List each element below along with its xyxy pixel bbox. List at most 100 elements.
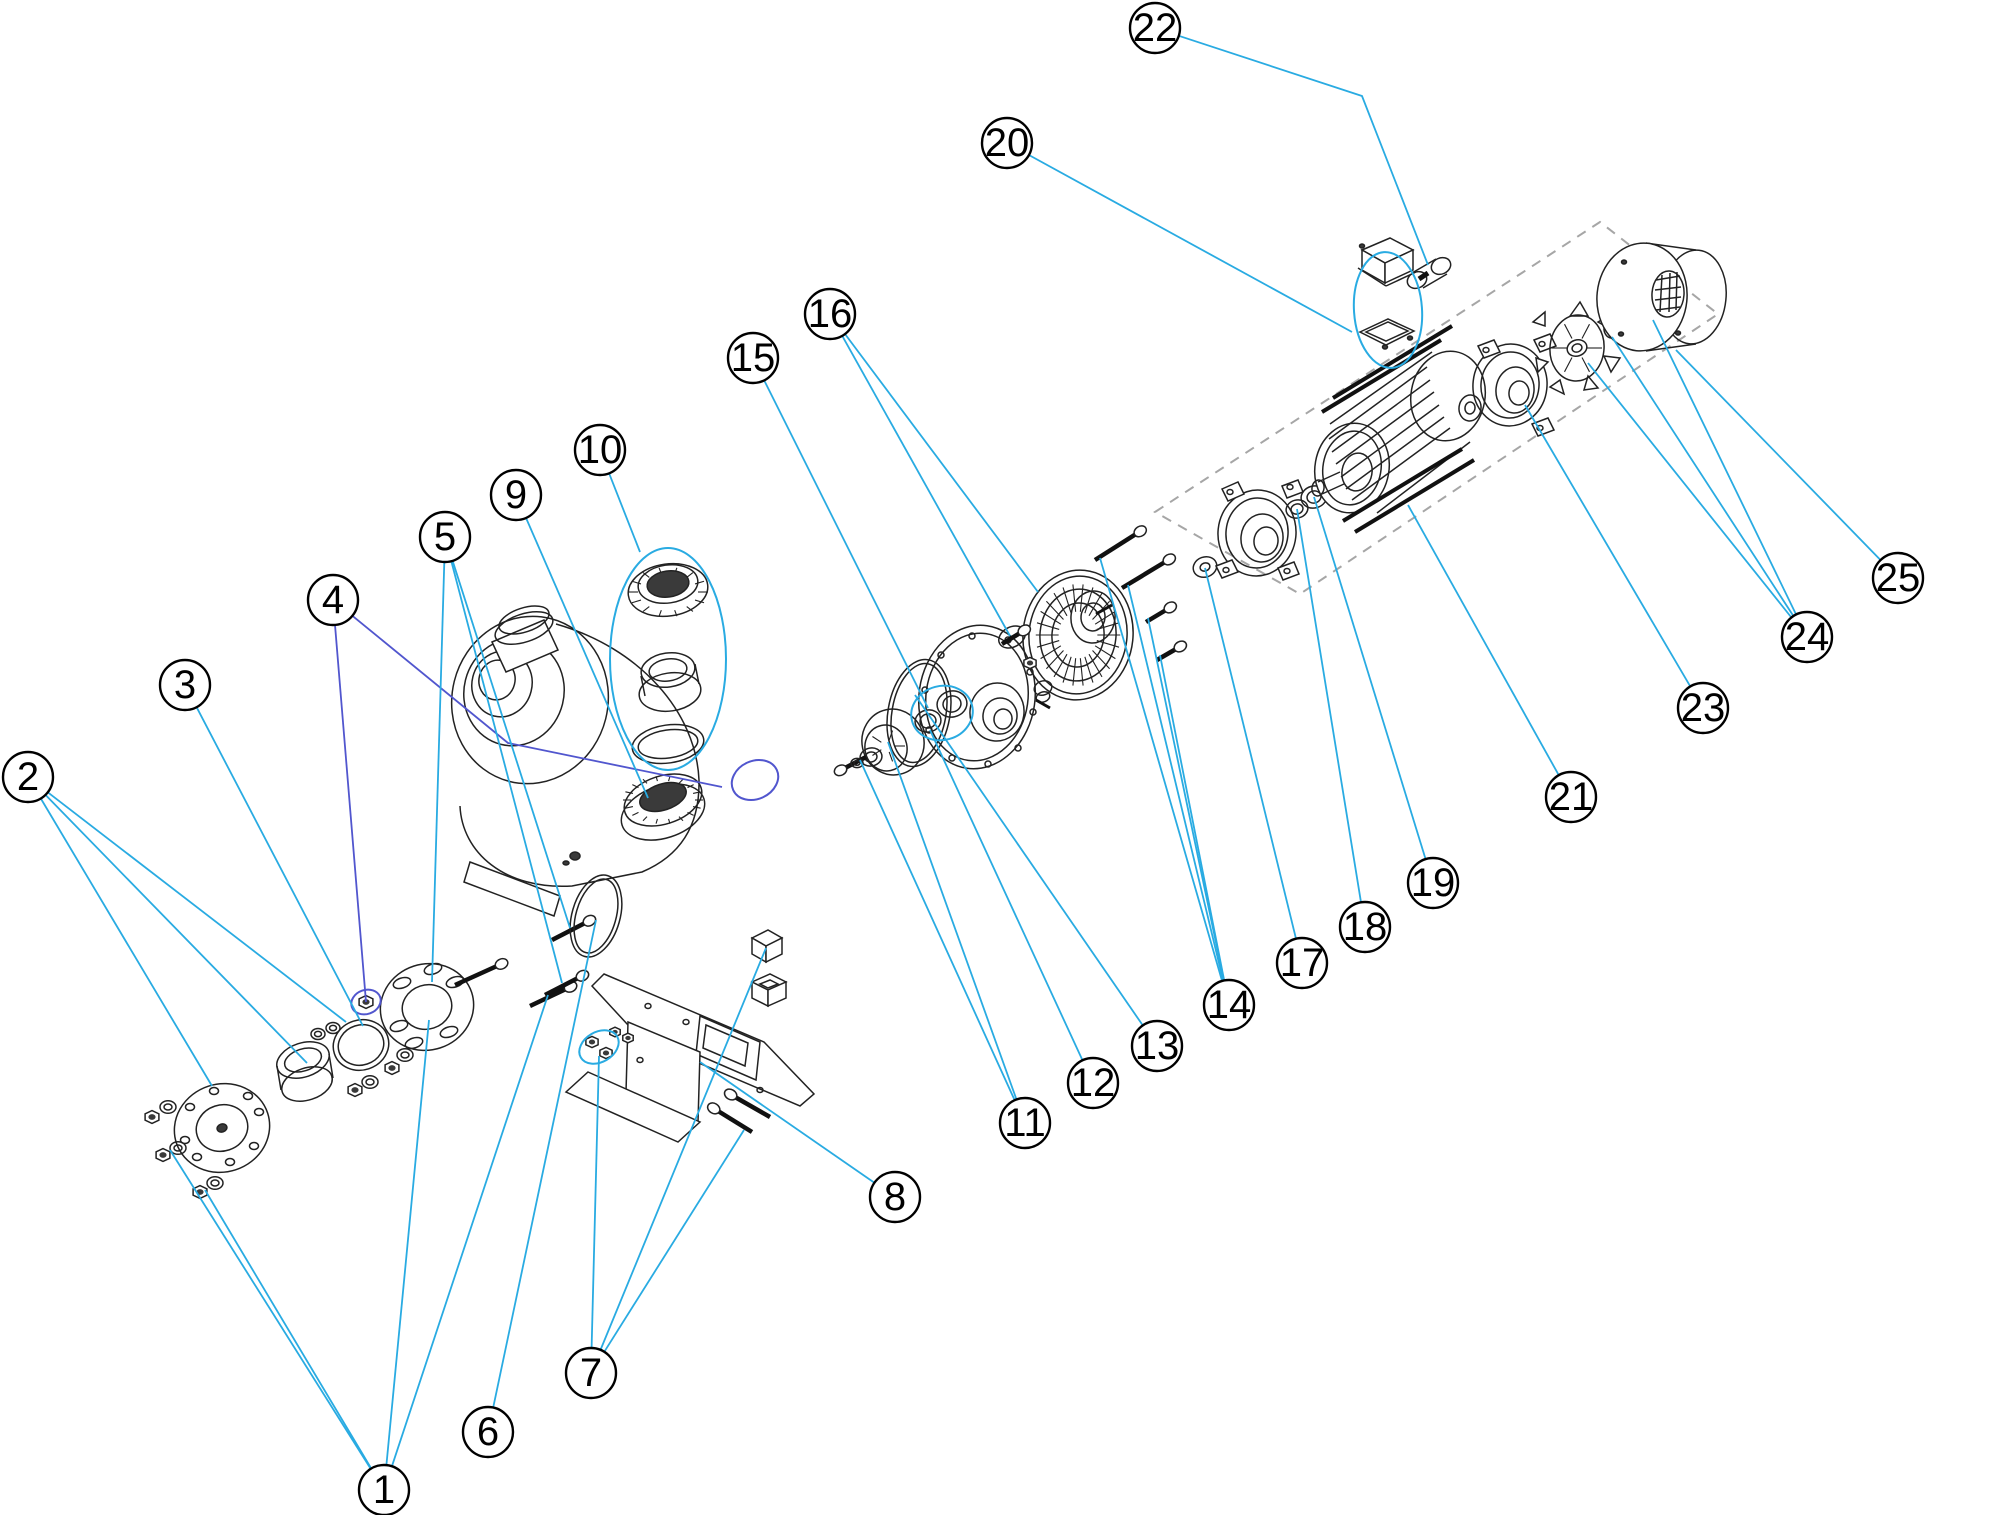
part-union-kit (627, 562, 709, 765)
callout-circle-20[interactable] (980, 116, 1034, 170)
callout-number-3: 3 (174, 663, 196, 707)
callout-circle-9[interactable] (489, 468, 543, 522)
callout-2[interactable]: 2 (1, 750, 347, 1087)
callout-number-19: 19 (1411, 861, 1456, 905)
callout-16[interactable]: 16 (803, 287, 1039, 637)
callout-circle-24[interactable] (1780, 610, 1834, 664)
callout-circle-21[interactable] (1544, 770, 1598, 824)
callout-circle-6[interactable] (461, 1405, 515, 1459)
leader-line-7 (590, 1055, 600, 1349)
callout-10[interactable]: 10 (573, 423, 641, 553)
callout-circle-3[interactable] (158, 658, 212, 712)
callout-number-22: 22 (1133, 6, 1178, 50)
callout-11[interactable]: 11 (859, 741, 1052, 1150)
callout-number-20: 20 (985, 121, 1030, 165)
callout-12[interactable]: 12 (929, 729, 1120, 1110)
callout-number-8: 8 (884, 1175, 906, 1219)
part-slinger-washer (1192, 555, 1218, 579)
callout-15[interactable]: 15 (726, 331, 929, 709)
part-flange-tailpiece (276, 1041, 334, 1102)
callout-20[interactable]: 20 (980, 116, 1353, 333)
callout-circle-5[interactable] (418, 510, 472, 564)
callout-21[interactable]: 21 (1407, 504, 1598, 824)
leader-line-24 (1587, 362, 1793, 619)
callout-circle-23[interactable] (1676, 681, 1730, 735)
part-motor-front-endbell (1214, 479, 1304, 581)
callout-number-16: 16 (808, 292, 853, 336)
callout-circle-14[interactable] (1202, 978, 1256, 1032)
callout-circle-25[interactable] (1871, 551, 1925, 605)
callout-circle-8[interactable] (868, 1170, 922, 1224)
leader-line-4 (334, 624, 367, 1003)
leader-line-1 (385, 1019, 430, 1466)
leader-line-2 (40, 798, 213, 1087)
callout-8[interactable]: 8 (699, 1061, 922, 1224)
leader-line-11 (859, 759, 1016, 1101)
callout-number-17: 17 (1280, 941, 1325, 985)
part-casing-gasket (569, 874, 623, 958)
part-motor-rear-endbell (1472, 333, 1558, 437)
leader-line-5 (451, 560, 571, 929)
callout-number-2: 2 (17, 755, 39, 799)
callout-13[interactable]: 13 (914, 694, 1184, 1073)
union-kit-ellipse (609, 547, 727, 771)
callout-circle-18[interactable] (1338, 900, 1392, 954)
leader-line-14 (1099, 557, 1223, 982)
callout-14[interactable]: 14 (1099, 557, 1256, 1032)
leader-line-20 (1028, 154, 1353, 333)
terminal-box-ellipse (1352, 251, 1424, 369)
callout-23[interactable]: 23 (1524, 404, 1730, 735)
callout-circle-4[interactable] (306, 573, 360, 627)
callout-6[interactable]: 6 (461, 919, 597, 1459)
callout-4[interactable]: 4 (306, 573, 723, 1003)
leader-line-16 (841, 335, 1011, 637)
part-motor-bearing (1458, 394, 1482, 422)
leader-line-10 (608, 472, 641, 553)
part-rubber-damper-cube (750, 929, 784, 964)
callout-number-11: 11 (1004, 1101, 1046, 1145)
callout-circle-19[interactable] (1406, 856, 1460, 910)
callout-number-4: 4 (322, 578, 344, 622)
callout-number-6: 6 (477, 1410, 499, 1454)
callout-9[interactable]: 9 (489, 468, 649, 799)
callout-circle-11[interactable] (998, 1096, 1052, 1150)
leader-line-8 (699, 1061, 875, 1184)
callout-number-25: 25 (1876, 556, 1921, 600)
callout-18[interactable]: 18 (1296, 508, 1392, 954)
callout-circle-13[interactable] (1130, 1019, 1184, 1073)
callout-5[interactable]: 5 (418, 510, 571, 984)
leader-line-7 (599, 947, 767, 1351)
callout-circle-1[interactable] (357, 1463, 411, 1515)
callout-circle-7[interactable] (564, 1346, 618, 1400)
callout-circle-22[interactable] (1128, 1, 1182, 55)
callout-25[interactable]: 25 (1675, 349, 1925, 605)
callout-circle-17[interactable] (1275, 936, 1329, 990)
callout-24[interactable]: 24 (1587, 319, 1834, 664)
callout-3[interactable]: 3 (158, 658, 364, 1027)
callout-17[interactable]: 17 (1204, 567, 1329, 990)
leader-line-1 (204, 1189, 372, 1469)
callout-7[interactable]: 7 (564, 947, 767, 1400)
callout-circle-16[interactable] (803, 287, 857, 341)
callout-circle-10[interactable] (573, 423, 627, 477)
callout-1[interactable]: 1 (169, 994, 549, 1515)
leader-line-6 (492, 919, 597, 1408)
callout-circle-2[interactable] (1, 750, 55, 804)
callout-circle-12[interactable] (1066, 1056, 1120, 1110)
callout-number-24: 24 (1785, 615, 1830, 659)
callout-22[interactable]: 22 (1128, 1, 1429, 266)
leader-line-23 (1524, 404, 1692, 687)
part-motor-body (1311, 324, 1487, 534)
part-pump-body (450, 605, 706, 917)
part-cover-bolts (1093, 525, 1188, 662)
callout-number-14: 14 (1207, 983, 1252, 1027)
leader-line-19 (1313, 496, 1427, 860)
part-fan-cover (1596, 242, 1727, 352)
leader-line-4 (351, 615, 723, 788)
leader-line-24 (1611, 336, 1795, 617)
leader-line-22 (1178, 34, 1429, 266)
part-terminal-box (1357, 237, 1417, 350)
callout-circle-15[interactable] (726, 331, 780, 385)
part-suction-flange (173, 1082, 271, 1174)
callout-19[interactable]: 19 (1313, 496, 1460, 910)
